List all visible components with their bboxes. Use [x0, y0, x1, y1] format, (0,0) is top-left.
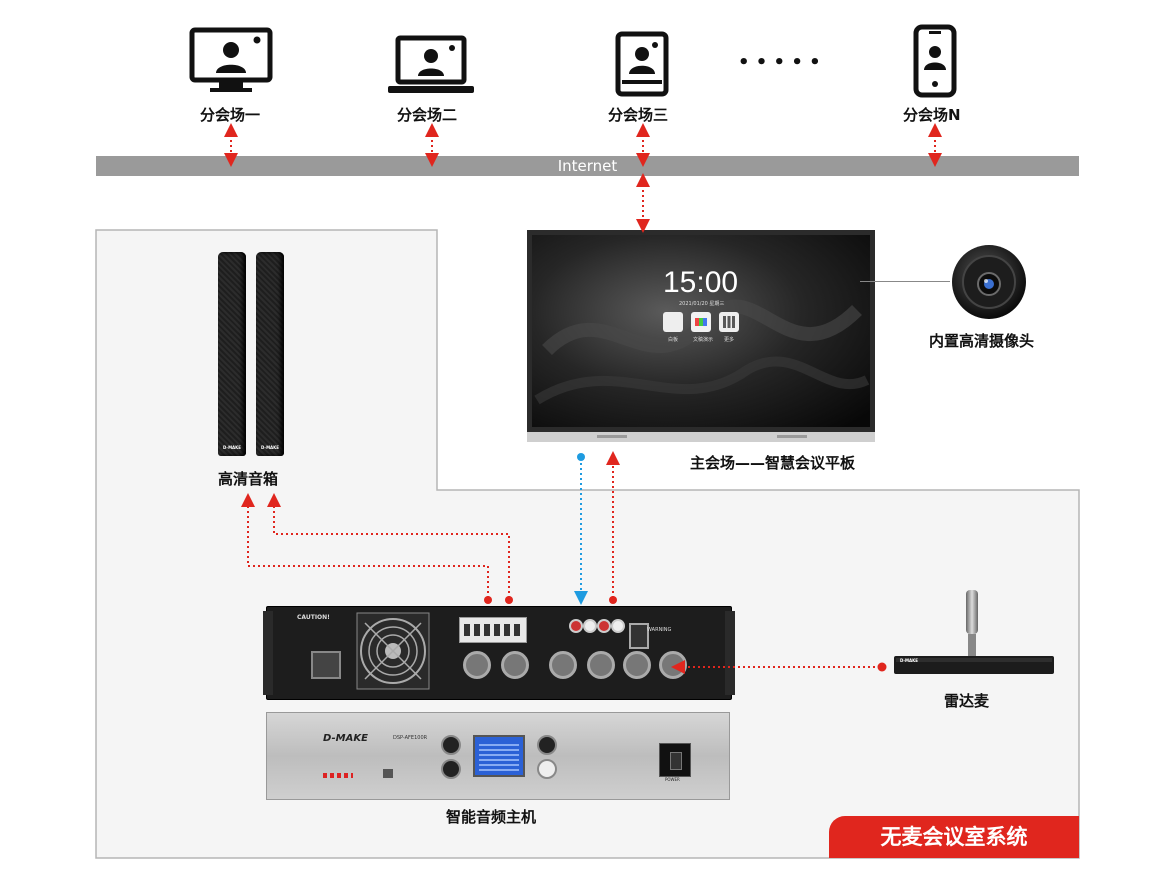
- link-dot-speaker-left: [484, 596, 492, 604]
- branch-label-3: 分会场三: [608, 106, 669, 124]
- monitor-user-icon: [189, 27, 273, 92]
- speakers-label: 高清音箱: [218, 470, 279, 488]
- radar-mic-brand: D-MAKE: [900, 658, 918, 663]
- link-amp-speaker-right: [267, 493, 510, 598]
- panel-app-more: [719, 312, 739, 332]
- ellipsis: • • • • •: [738, 52, 821, 73]
- camera-line: [860, 281, 950, 282]
- tablet-user-icon: [615, 31, 669, 97]
- host-brand: D-MAKE: [323, 733, 368, 744]
- host-usb: [383, 769, 393, 778]
- panel-app-whiteboard: [663, 312, 683, 332]
- panel-label: 主会场——智慧会议平板: [690, 454, 856, 472]
- radar-mic-label: 雷达麦: [944, 692, 990, 710]
- branch-3: [612, 30, 672, 100]
- amp-warning: WARNING: [647, 627, 672, 633]
- host-lcd: [473, 735, 525, 777]
- amp-xlr-3: [549, 651, 577, 679]
- branch-n: [912, 24, 958, 98]
- branch-1: [186, 26, 276, 126]
- camera-label: 内置高清摄像头: [929, 332, 1035, 350]
- link-dot-mic: [877, 662, 887, 672]
- amp-terminal: [459, 617, 527, 643]
- host-knob-1: [441, 735, 461, 755]
- amp-xlr-1: [463, 651, 491, 679]
- amp-ear-left: [263, 611, 273, 695]
- internet-bar: Internet: [96, 156, 1079, 176]
- amp-ear-right: [725, 611, 735, 695]
- speaker-right-brand: D-MAKE: [261, 445, 279, 450]
- amp-xlr-6: [659, 651, 687, 679]
- panel-app-label-1: 白板: [668, 337, 679, 343]
- panel-app-label-2: 文稿演示: [693, 337, 714, 343]
- branch-label-1: 分会场一: [200, 106, 261, 124]
- radar-mic: D-MAKE: [894, 590, 1054, 676]
- amp-power-socket: [311, 651, 341, 679]
- branch-label-n: 分会场N: [903, 106, 961, 124]
- system-badge: 无麦会议室系统: [829, 816, 1079, 858]
- radar-mic-icon: [894, 590, 1054, 674]
- host-label: 智能音频主机: [446, 808, 537, 826]
- panel-app-slides: [691, 312, 711, 332]
- panel-time: 15:00: [663, 266, 739, 299]
- link-dot-speaker-right: [505, 596, 513, 604]
- speaker-left-brand: D-MAKE: [223, 445, 241, 450]
- amplifier: CAUTION! WARNING: [263, 606, 735, 700]
- host-power-label: POWER: [665, 777, 680, 782]
- amp-vga: [629, 623, 649, 649]
- amp-xlr-2: [501, 651, 529, 679]
- host-power-switch: [659, 743, 691, 777]
- host-leds: [323, 773, 353, 778]
- host-knob-2: [441, 759, 461, 779]
- smart-panel: 15:00 2021/01/20 星期三 白板 文稿演示 更多: [527, 230, 875, 442]
- host-model: DSP-AFE100R: [393, 735, 428, 741]
- branch-2: [386, 34, 476, 104]
- link-dot-panel-blue: [577, 453, 585, 461]
- camera-icon: [952, 245, 1026, 319]
- host-knob-3: [537, 735, 557, 755]
- laptop-user-icon: [388, 35, 474, 93]
- panel-app-label-3: 更多: [724, 337, 735, 343]
- amp-rca-group: [567, 617, 625, 639]
- internet-label: Internet: [557, 157, 618, 175]
- link-amp-speaker-left: [241, 493, 489, 598]
- speaker-left: D-MAKE: [218, 252, 246, 456]
- camera: [950, 243, 1028, 321]
- amp-xlr-5: [623, 651, 651, 679]
- amp-xlr-4: [587, 651, 615, 679]
- phone-user-icon: [913, 24, 957, 98]
- fan-icon: [356, 612, 430, 690]
- branch-label-2: 分会场二: [397, 106, 458, 124]
- speaker-right: D-MAKE: [256, 252, 284, 456]
- panel-date: 2021/01/20 星期三: [679, 301, 725, 307]
- link-dot-amp-panel: [609, 596, 617, 604]
- amp-caution: CAUTION!: [297, 614, 330, 621]
- audio-host: D-MAKE DSP-AFE100R POWER: [266, 712, 730, 800]
- amp-fan: [355, 611, 431, 691]
- host-knob-4: [537, 759, 557, 779]
